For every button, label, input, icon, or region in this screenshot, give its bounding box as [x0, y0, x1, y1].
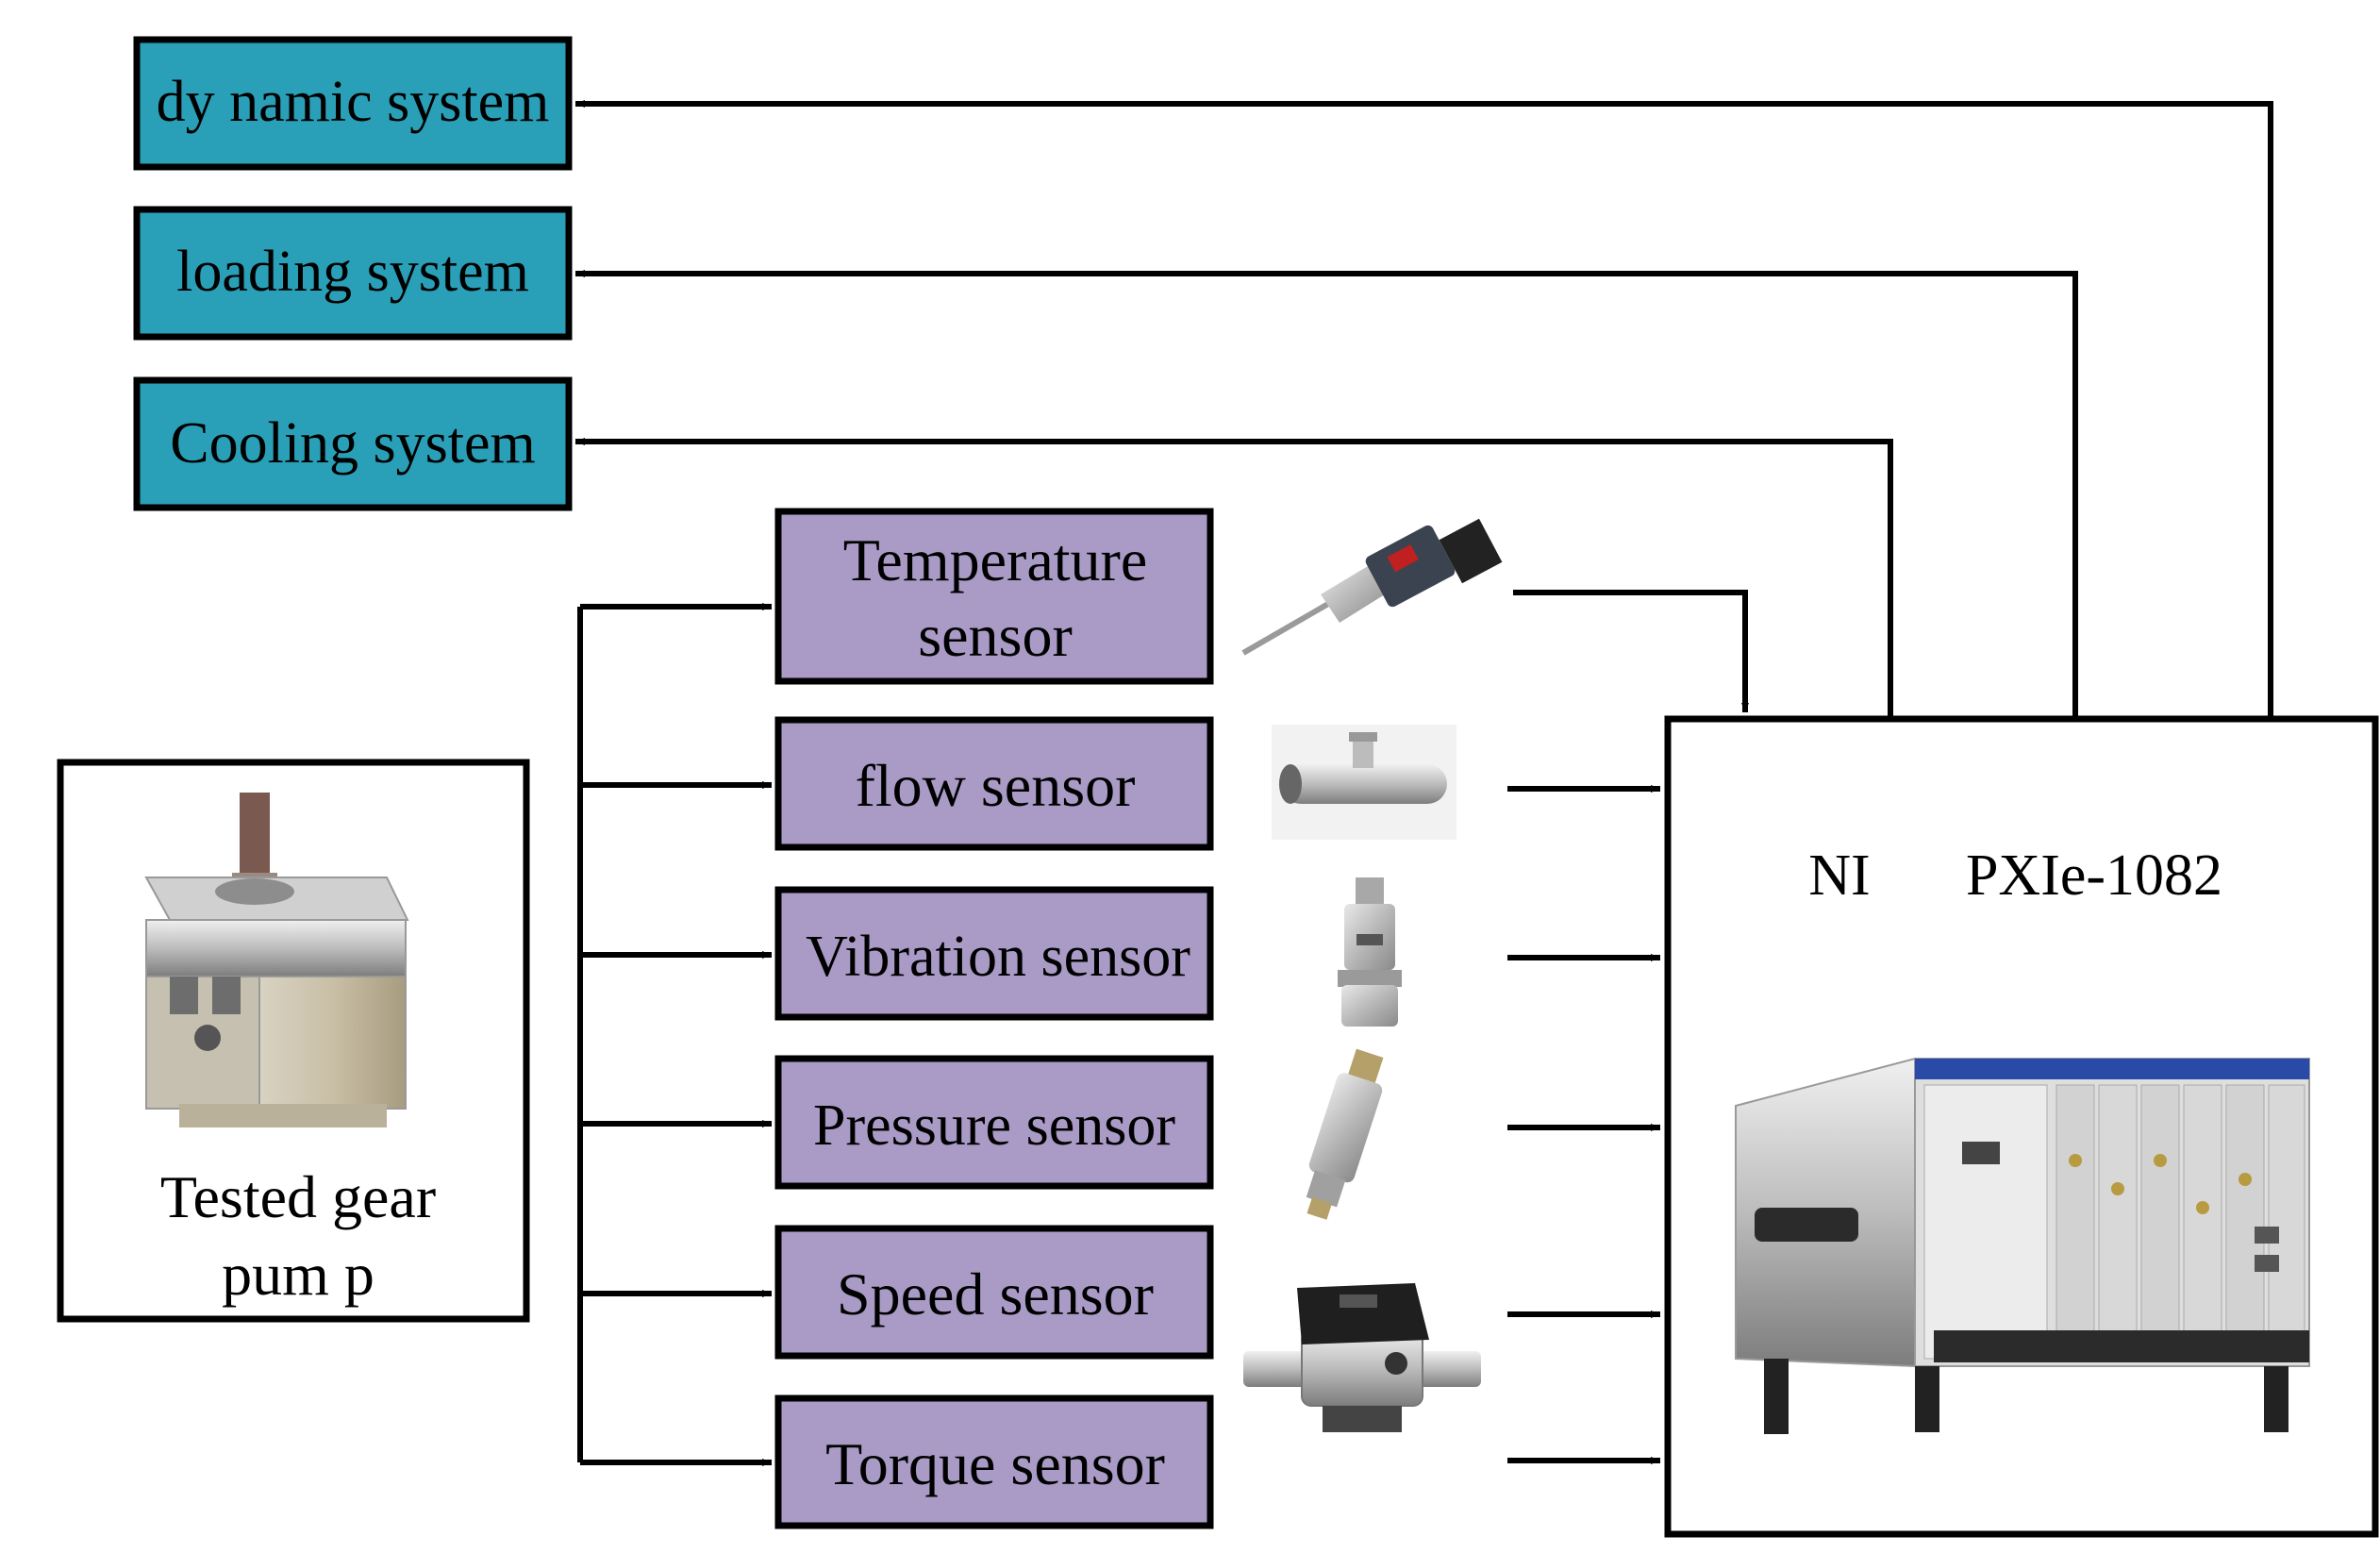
- temperature-sensor-label-line-1: Temperature: [843, 526, 1147, 593]
- temperature-sensor-box: Temperature sensor: [774, 508, 1214, 685]
- speed-sensor-label: Speed sensor: [837, 1261, 1154, 1328]
- loading-system-label: loading system: [176, 240, 529, 304]
- pxi-chassis-image: [1735, 1057, 2310, 1434]
- vibration-sensor-label: Vibration sensor: [806, 925, 1190, 989]
- flow-sensor-box: flow sensor: [774, 716, 1214, 851]
- vibration-sensor-image: [1338, 877, 1402, 1027]
- torque-speed-sensor-image: [1243, 1283, 1481, 1432]
- torque-sensor-label: Torque sensor: [825, 1430, 1165, 1497]
- control-lines: [575, 100, 2273, 719]
- speed-sensor-box: Speed sensor: [774, 1225, 1214, 1360]
- vibration-sensor-box: Vibration sensor: [774, 886, 1214, 1021]
- pump-label-line-1: Tested gear: [160, 1163, 436, 1230]
- loading-system-box: loading system: [133, 206, 573, 341]
- temperature-sensor-image: [1241, 518, 1503, 656]
- sensor-images: [1241, 518, 1503, 1432]
- control-systems: dy namic system loading system Cooling s…: [133, 36, 573, 511]
- line-to-cooling-system: [575, 438, 1893, 719]
- cooling-system-label: Cooling system: [170, 411, 536, 476]
- line-to-dynamic-system: [575, 100, 2273, 719]
- sensor-boxes: Temperature sensor flow sensor Vibration…: [774, 508, 1214, 1529]
- pressure-sensor-image: [1306, 1048, 1384, 1220]
- cooling-system-box: Cooling system: [133, 376, 573, 511]
- torque-sensor-box: Torque sensor: [774, 1394, 1214, 1529]
- dynamic-system-box: dy namic system: [133, 36, 573, 171]
- pump-label-line-2: pum p: [222, 1241, 374, 1308]
- sensor-bus: [577, 603, 772, 1466]
- line-to-loading-system: [575, 270, 2078, 719]
- daq-label-model: PXIe-1082: [1966, 843, 2222, 908]
- gear-pump-image: [144, 793, 409, 1127]
- flow-sensor-image: [1272, 725, 1456, 840]
- flow-sensor-label: flow sensor: [856, 752, 1136, 819]
- pressure-sensor-box: Pressure sensor: [774, 1055, 1214, 1190]
- temperature-sensor-label-line-2: sensor: [918, 602, 1073, 669]
- daq-box: NI PXIe-1082: [1664, 715, 2379, 1538]
- pressure-sensor-label: Pressure sensor: [813, 1094, 1175, 1158]
- daq-label-ni: NI: [1808, 843, 1870, 908]
- temperature-to-daq: [1513, 590, 1749, 712]
- tested-gear-pump-box: Tested gear pum p: [57, 759, 530, 1323]
- sensor-output-lines: [1507, 590, 1749, 1464]
- dynamic-system-label: dy namic system: [157, 70, 550, 134]
